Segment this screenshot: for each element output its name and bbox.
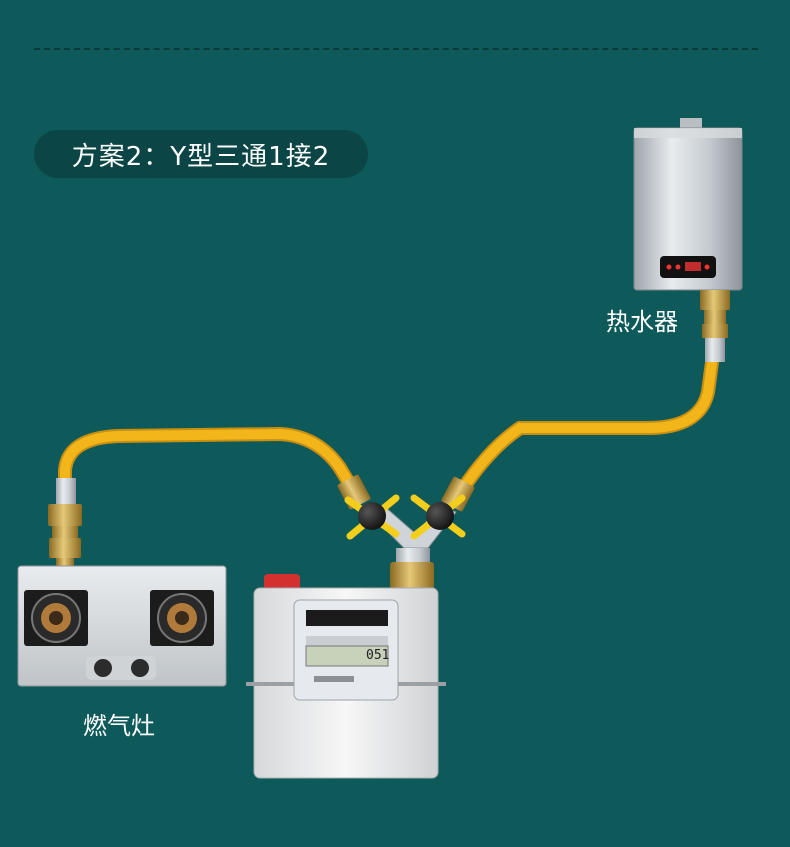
- gas-stove-icon: [17, 478, 227, 687]
- gas-hoses: [58, 355, 719, 497]
- title-pill: 方案2：Y型三通1接2: [34, 130, 368, 178]
- page-title: 方案2：Y型三通1接2: [71, 141, 331, 172]
- meter-reading: 051: [366, 648, 390, 663]
- label-water-heater: 热水器: [606, 308, 678, 336]
- y-valve-icon: [337, 474, 475, 590]
- gas-meter-icon: [246, 574, 446, 779]
- label-gas-stove: 燃气灶: [83, 712, 155, 740]
- top-divider: [34, 48, 758, 50]
- water-heater-icon: [633, 118, 743, 362]
